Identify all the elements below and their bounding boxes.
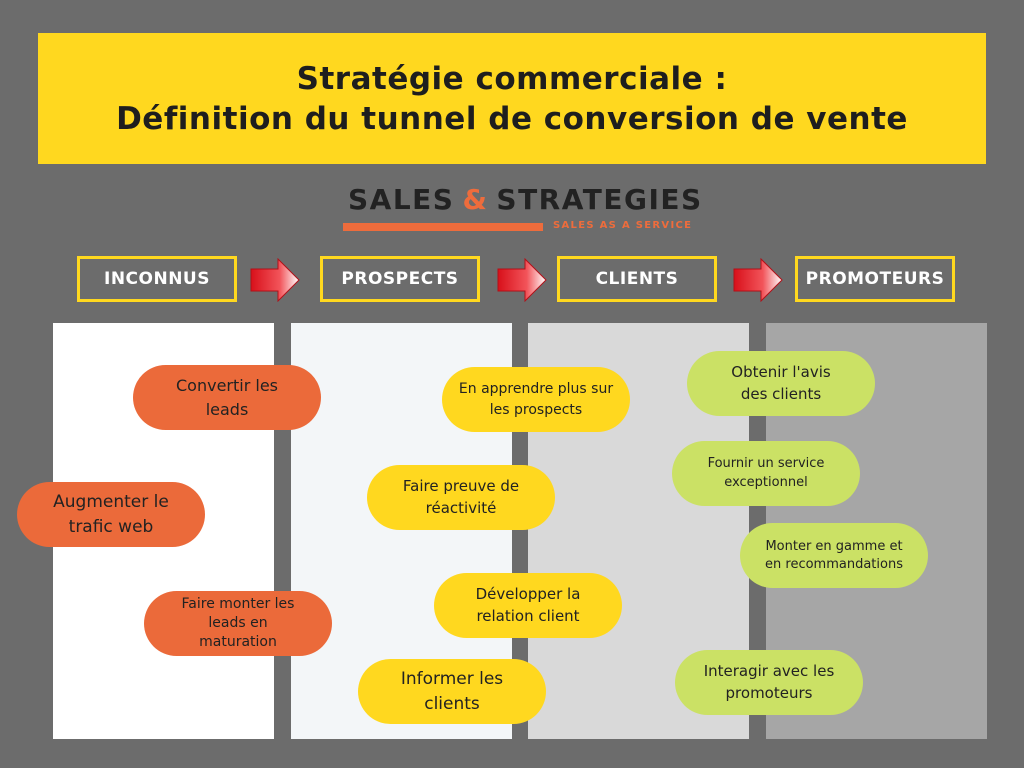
action-pill: Faire preuve de réactivité — [367, 465, 555, 530]
stage-inconnus: INCONNUS — [77, 256, 237, 302]
action-pill: Faire monter les leads en maturation — [144, 591, 332, 656]
title-line-2: Définition du tunnel de conversion de ve… — [116, 100, 908, 137]
action-pill: Fournir un service exceptionnel — [672, 441, 860, 506]
action-pill: Convertir les leads — [133, 365, 321, 430]
stage-promoteurs: PROMOTEURS — [795, 256, 955, 302]
action-pill: Informer les clients — [358, 659, 546, 724]
title-banner: Stratégie commerciale : Définition du tu… — [38, 33, 986, 164]
stage-clients: CLIENTS — [557, 256, 717, 302]
right-arrow-icon — [497, 258, 547, 302]
logo-tagline: SALES AS A SERVICE — [553, 220, 693, 231]
logo-underline-bar — [343, 223, 543, 231]
action-pill: Monter en gamme et en recommandations — [740, 523, 928, 588]
action-pill: Développer la relation client — [434, 573, 622, 638]
right-arrow-icon — [250, 258, 300, 302]
logo-word-sales: SALES — [348, 183, 455, 216]
logo-wordmark: SALES&STRATEGIES — [348, 183, 703, 216]
stage-prospects: PROSPECTS — [320, 256, 480, 302]
sales-strategies-logo: SALES&STRATEGIES SALES AS A SERVICE — [340, 183, 703, 235]
title-line-1: Stratégie commerciale : — [296, 60, 728, 97]
action-pill: Interagir avec les promoteurs — [675, 650, 863, 715]
logo-ampersand: & — [462, 183, 489, 216]
action-pill: En apprendre plus sur les prospects — [442, 367, 630, 432]
action-pill: Obtenir l'avis des clients — [687, 351, 875, 416]
action-pill: Augmenter le trafic web — [17, 482, 205, 547]
right-arrow-icon — [733, 258, 783, 302]
logo-word-strategies: STRATEGIES — [496, 183, 703, 216]
